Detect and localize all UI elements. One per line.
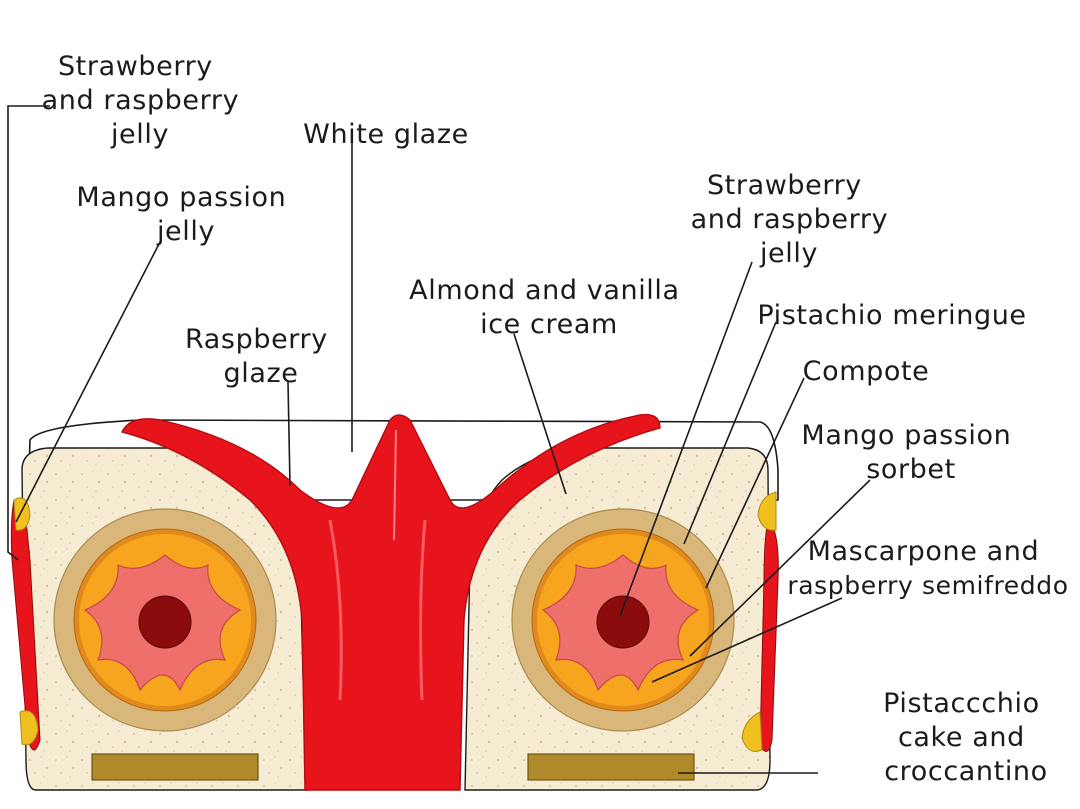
label-strawberry-raspberry-jelly-left: Strawberry and raspberry jelly [42,51,249,150]
glaze-highlight-1 [328,519,343,701]
leader-raspberry-glaze [287,381,291,487]
label-raspberry-glaze: Raspberry glaze [185,324,337,389]
leader-lines [7,105,871,774]
leader-pistachio-meringue [683,321,777,545]
insert-right [511,508,735,732]
leader-ice-cream [513,333,567,495]
label-pistachio-meringue: Pistachio meringue [757,300,1026,331]
mango-jelly-dot-2 [19,710,39,746]
label-mango-passion-jelly: Mango passion jelly [76,182,295,247]
label-almond-vanilla-ice-cream: Almond and vanilla ice cream [409,275,689,340]
insert-left [53,508,277,732]
label-compote: Compote [803,356,930,387]
leader-strawberry-jelly-right [619,261,753,617]
mango-jelly-dot-1 [13,497,31,531]
pistachio-cake-base-right [527,753,695,781]
strawberry-jelly-center-left [138,595,192,649]
leader-sorbet [689,479,871,657]
leader-semifreddo [651,597,843,683]
label-mascarpone-raspberry-semifreddo: Mascarpone and raspberry semifreddo [787,536,1068,600]
mango-jelly-dot-3 [757,491,777,531]
labels: Strawberry and raspberry jelly White gla… [42,51,1068,787]
raspberry-glaze-right-side [759,519,779,752]
raspberry-glaze-center [121,413,661,791]
leader-strawberry-jelly-left [7,105,50,561]
strawberry-jelly-center-right [596,595,650,649]
glaze-highlight-2 [419,519,427,701]
label-pistachio-cake-croccantino: Pistaccchio cake and croccantino [883,688,1049,787]
glaze-highlight-3 [393,429,397,541]
label-mango-passion-sorbet: Mango passion sorbet [801,420,1020,485]
label-strawberry-raspberry-jelly-right: Strawberry and raspberry jelly [691,170,898,269]
leader-mango-jelly [15,241,161,523]
pistachio-cake-base-left [91,753,259,781]
mango-jelly-dot-4 [741,711,763,752]
leader-compote [705,377,805,589]
label-white-glaze: White glaze [303,119,469,150]
